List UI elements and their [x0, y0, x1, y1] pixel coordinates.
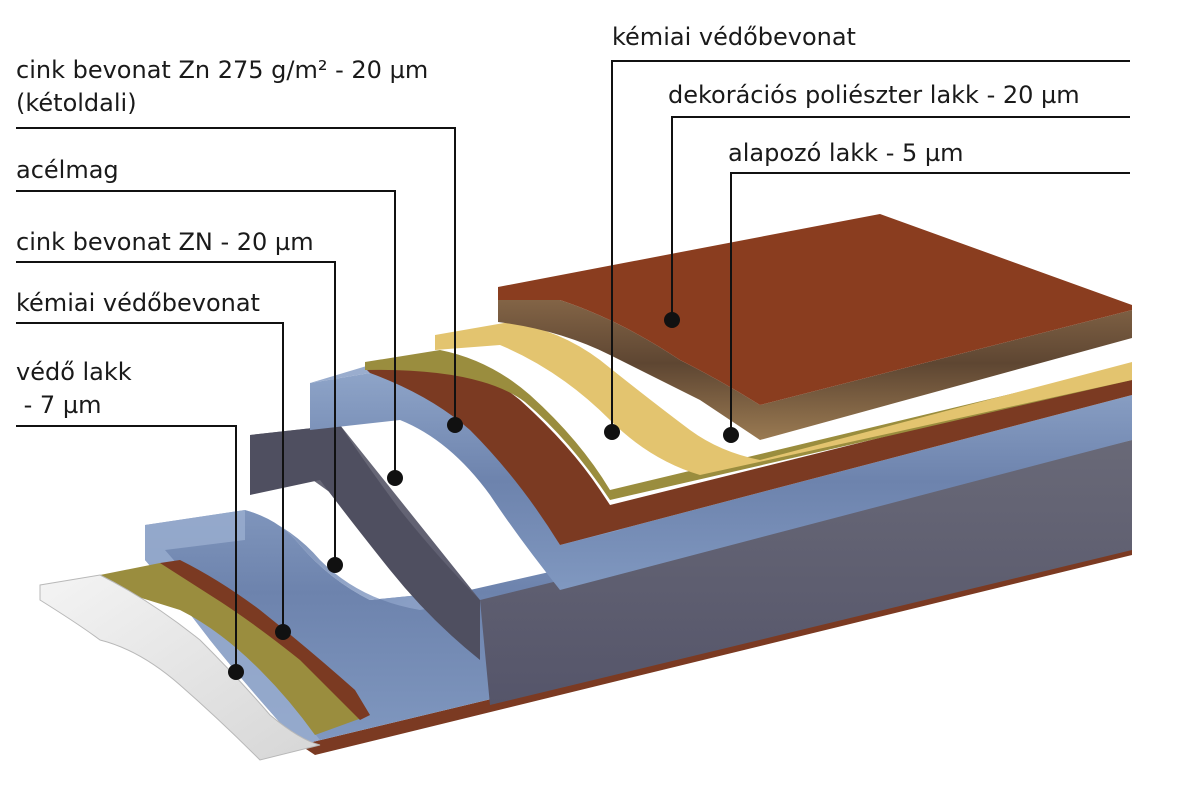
label-zinc-coating-275-both-sides: (kétoldali)	[16, 89, 137, 117]
olive-chemical-layer	[365, 350, 1132, 500]
leader-lines	[16, 60, 1130, 672]
front-olive-layer	[100, 563, 370, 735]
dot-steel-core	[387, 470, 403, 486]
label-chemical-coating-left: kémiai védőbevonat	[16, 289, 260, 317]
dot-zinc-275	[447, 417, 463, 433]
label-primer-lacquer: alapozó lakk - 5 µm	[728, 139, 964, 167]
white-lacquer-layer	[39, 574, 321, 761]
label-decorative-polyester-lacquer: dekorációs poliészter lakk - 20 µm	[668, 81, 1080, 109]
front-red-strip	[160, 560, 370, 720]
dot-zinc-20	[327, 557, 343, 573]
upper-red-layer	[365, 358, 1132, 545]
yellow-primer-layer	[435, 322, 1132, 475]
dot-chemical-left	[275, 624, 291, 640]
brown-top-layer	[498, 214, 1132, 405]
leader-zinc-20	[16, 261, 336, 565]
leader-primer	[730, 172, 1130, 435]
dot-primer	[723, 427, 739, 443]
upper-zinc-layer	[310, 373, 1132, 590]
label-zinc-coating-275: cink bevonat Zn 275 g/m² - 20 µm	[16, 56, 429, 84]
dot-lacquer-left	[228, 664, 244, 680]
leader-lacquer-left	[16, 425, 237, 672]
leader-dots	[228, 312, 739, 680]
leader-chemical-left	[16, 322, 284, 632]
label-zinc-coating-20: cink bevonat ZN - 20 µm	[16, 228, 314, 256]
leader-steel-core	[16, 190, 396, 478]
leader-chemical-right	[611, 60, 1130, 432]
dot-chemical-right	[604, 424, 620, 440]
label-protective-lacquer-thickness: - 7 µm	[16, 391, 102, 419]
leader-zinc-275	[16, 127, 456, 425]
dot-decorative	[664, 312, 680, 328]
label-chemical-coating-right: kémiai védőbevonat	[612, 23, 856, 51]
label-protective-lacquer: védő lakk	[16, 358, 132, 386]
brown-layer-side	[498, 287, 1132, 440]
steel-core-front	[250, 425, 480, 660]
label-steel-core: acélmag	[16, 156, 119, 184]
leader-decorative	[671, 116, 1130, 320]
